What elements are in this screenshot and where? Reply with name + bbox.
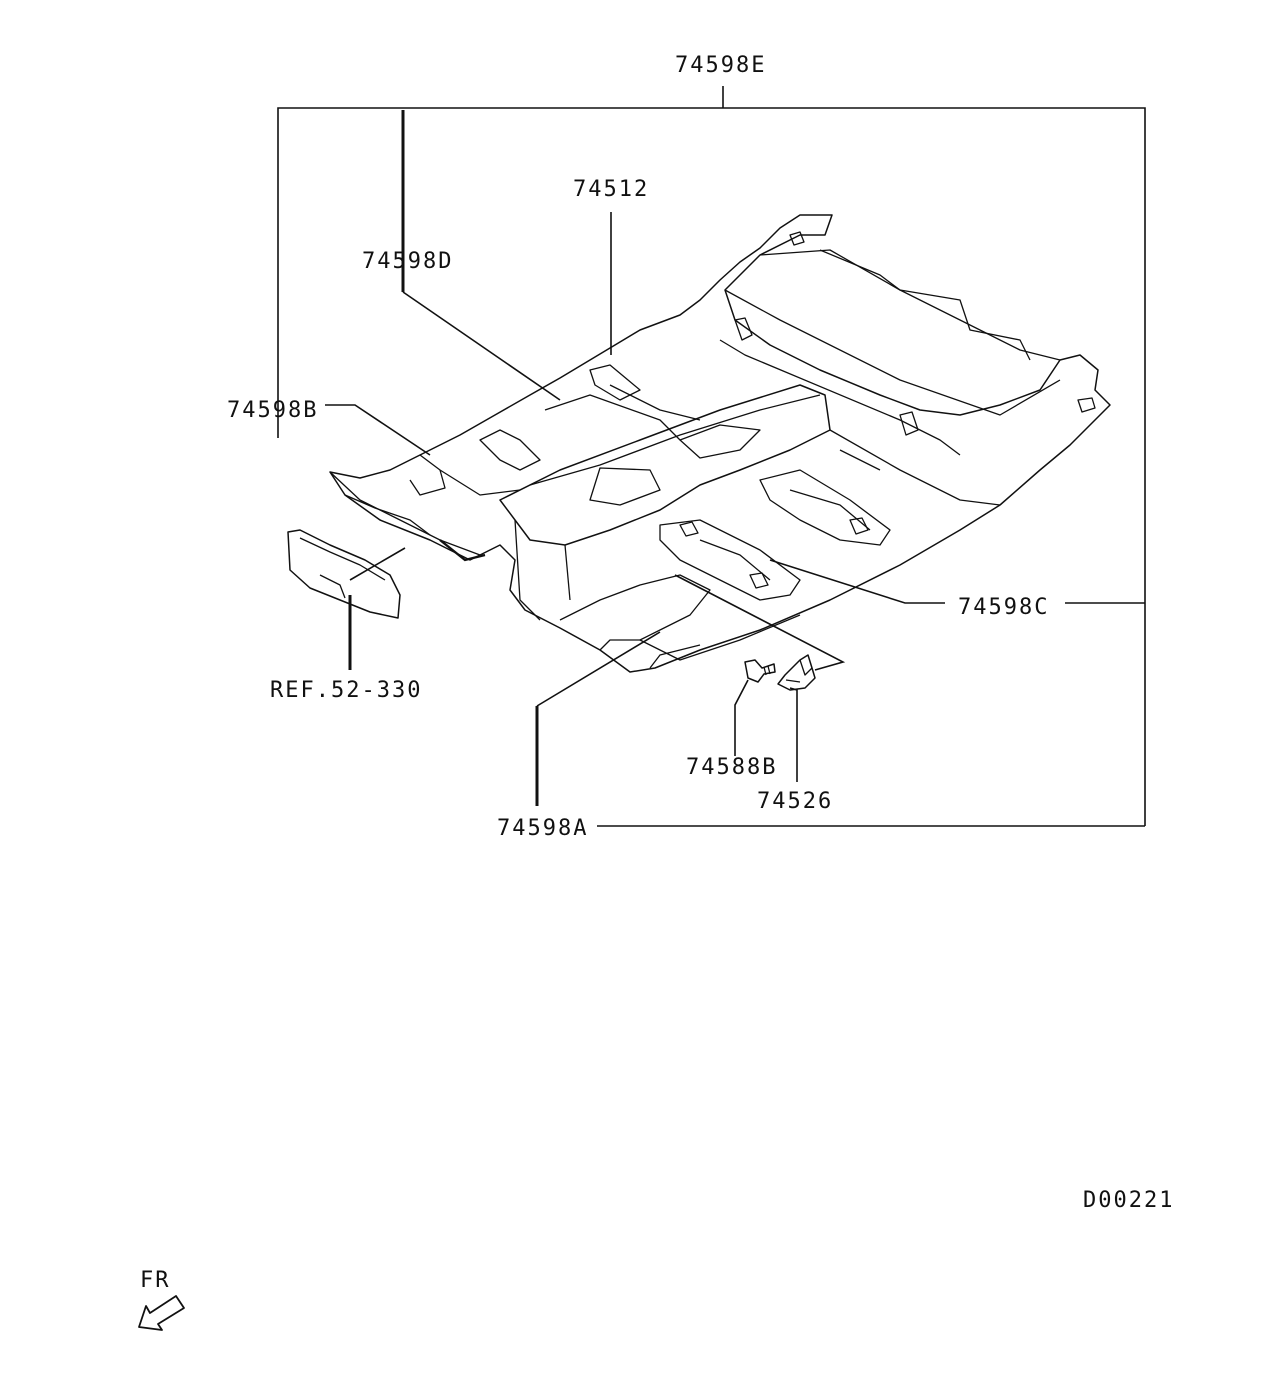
- label-ref-52-330: REF.52-330: [270, 678, 422, 703]
- front-direction-indicator: FR: [138, 1268, 185, 1331]
- label-74512: 74512: [573, 177, 649, 202]
- label-74598E: 74598E: [675, 53, 766, 78]
- direction-label: FR: [140, 1268, 171, 1293]
- label-74598A: 74598A: [497, 816, 588, 841]
- diagram-code: D00221: [1083, 1188, 1174, 1213]
- bracket-74598E: [277, 86, 1146, 827]
- label-74598B: 74598B: [227, 398, 318, 423]
- bracket-74526-illustration: [777, 654, 816, 691]
- clip-74588B-illustration: [744, 659, 776, 683]
- label-74598C: 74598C: [958, 595, 1049, 620]
- front-direction-arrow-icon: [138, 1295, 185, 1331]
- label-74588B: 74588B: [686, 755, 777, 780]
- label-74526: 74526: [757, 789, 833, 814]
- label-74598D: 74598D: [362, 249, 453, 274]
- leader-lines: [325, 110, 945, 806]
- insulator-pad-illustration: [287, 529, 401, 619]
- floor-carpet-illustration: [329, 214, 1111, 673]
